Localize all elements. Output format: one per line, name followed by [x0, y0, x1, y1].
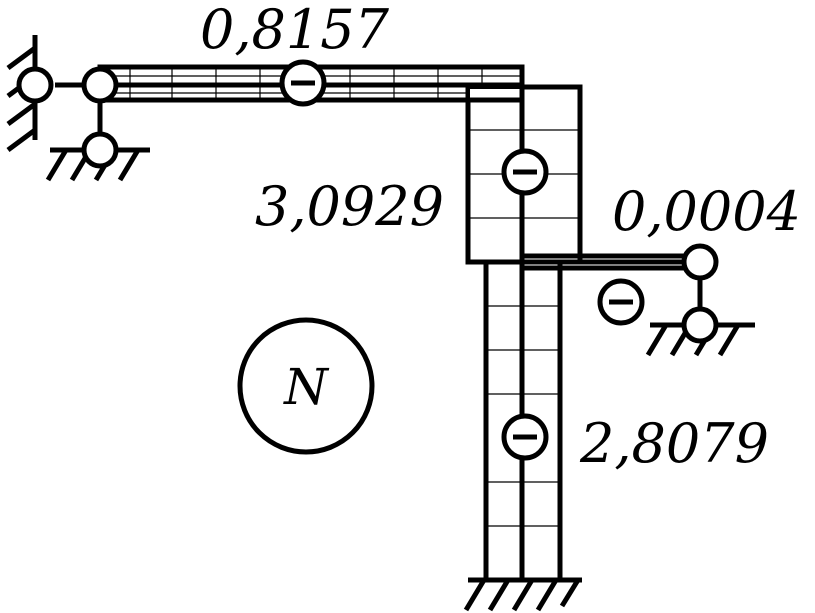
- right-beam-member: [522, 253, 700, 271]
- top-beam-minus-icon: [279, 59, 327, 107]
- lower-column-hatching: [488, 305, 558, 527]
- diagram-symbol-circle: [237, 317, 375, 455]
- left-wall-support: [6, 35, 54, 153]
- upper-column-value-label: 3,0929: [255, 175, 444, 238]
- right-ground-hinge: [681, 306, 719, 344]
- lower-column-minus-icon: [501, 413, 549, 461]
- right-beam-minus-icon: [597, 278, 645, 326]
- right-roller-support: [645, 243, 755, 357]
- top-left-beam-hinge: [81, 66, 119, 104]
- diagram-symbol-label: N: [283, 358, 330, 416]
- lower-column-value-label: 2,8079: [579, 412, 769, 475]
- top-left-roller-support: [45, 66, 150, 182]
- joint-cover: [470, 89, 520, 98]
- upper-column-minus-icon: [501, 148, 549, 196]
- right-beam-hinge: [681, 243, 719, 281]
- right-beam-value-label: 0,0004: [612, 180, 801, 243]
- left-wall-hinge: [16, 66, 54, 104]
- bottom-fixed-support: [463, 577, 582, 612]
- top-left-ground-hinge: [81, 131, 119, 169]
- top-beam-value-label: 0,8157: [200, 0, 390, 61]
